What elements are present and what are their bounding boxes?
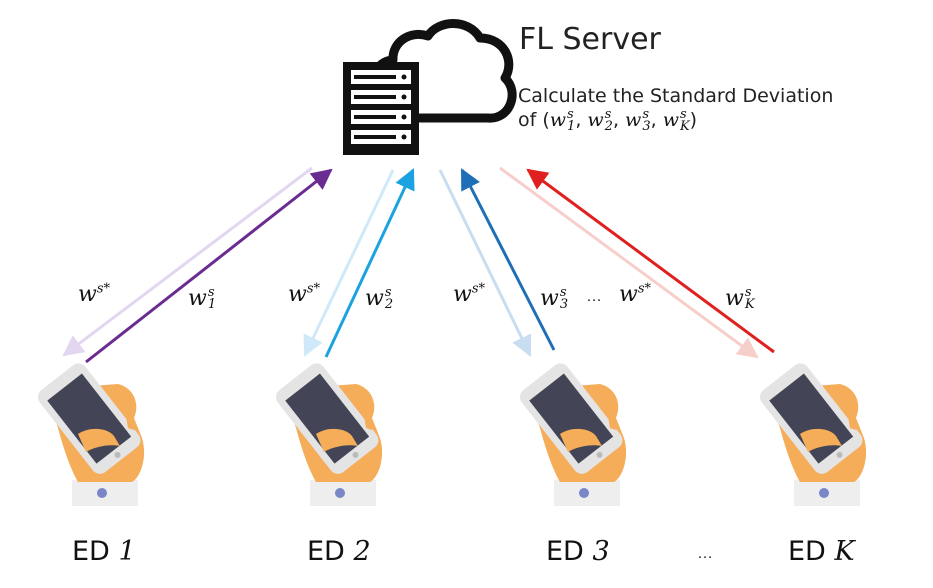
device-label-k: ED K bbox=[788, 536, 855, 567]
downlink-arrow-1 bbox=[62, 166, 313, 357]
downlink-arrow-3 bbox=[438, 169, 532, 357]
device-ellipsis: … bbox=[697, 545, 713, 562]
server-desc-prefix: of ( bbox=[518, 109, 550, 131]
link-ellipsis: … bbox=[586, 288, 602, 305]
uplink-arrow-2 bbox=[324, 168, 415, 358]
link-arrows bbox=[62, 166, 775, 364]
server-title: FL Server bbox=[519, 22, 661, 57]
edge-devices bbox=[37, 363, 867, 506]
downlink-label-k: ws* bbox=[619, 281, 652, 307]
server-desc-suffix: ) bbox=[689, 109, 698, 131]
server-icon bbox=[343, 62, 419, 155]
downlink-label-1: ws* bbox=[78, 281, 111, 307]
uplink-arrow-1 bbox=[85, 168, 333, 364]
phone-icon-2 bbox=[275, 363, 383, 506]
uplink-arrow-3 bbox=[460, 168, 556, 351]
device-label-3: ED 3 bbox=[546, 536, 610, 567]
phone-icon-3 bbox=[519, 363, 627, 506]
device-label-1: ED 1 bbox=[72, 536, 136, 567]
uplink-arrow-k bbox=[526, 168, 775, 354]
phone-icon-k bbox=[759, 363, 867, 506]
downlink-label-2: ws* bbox=[288, 281, 321, 307]
device-label-2: ED 2 bbox=[307, 536, 371, 567]
downlink-arrow-2 bbox=[303, 169, 395, 357]
server-desc-line1: Calculate the Standard Deviation bbox=[518, 85, 834, 107]
phone-icon-1 bbox=[37, 363, 145, 506]
downlink-label-3: ws* bbox=[453, 281, 486, 307]
downlink-arrow-k bbox=[499, 166, 759, 359]
